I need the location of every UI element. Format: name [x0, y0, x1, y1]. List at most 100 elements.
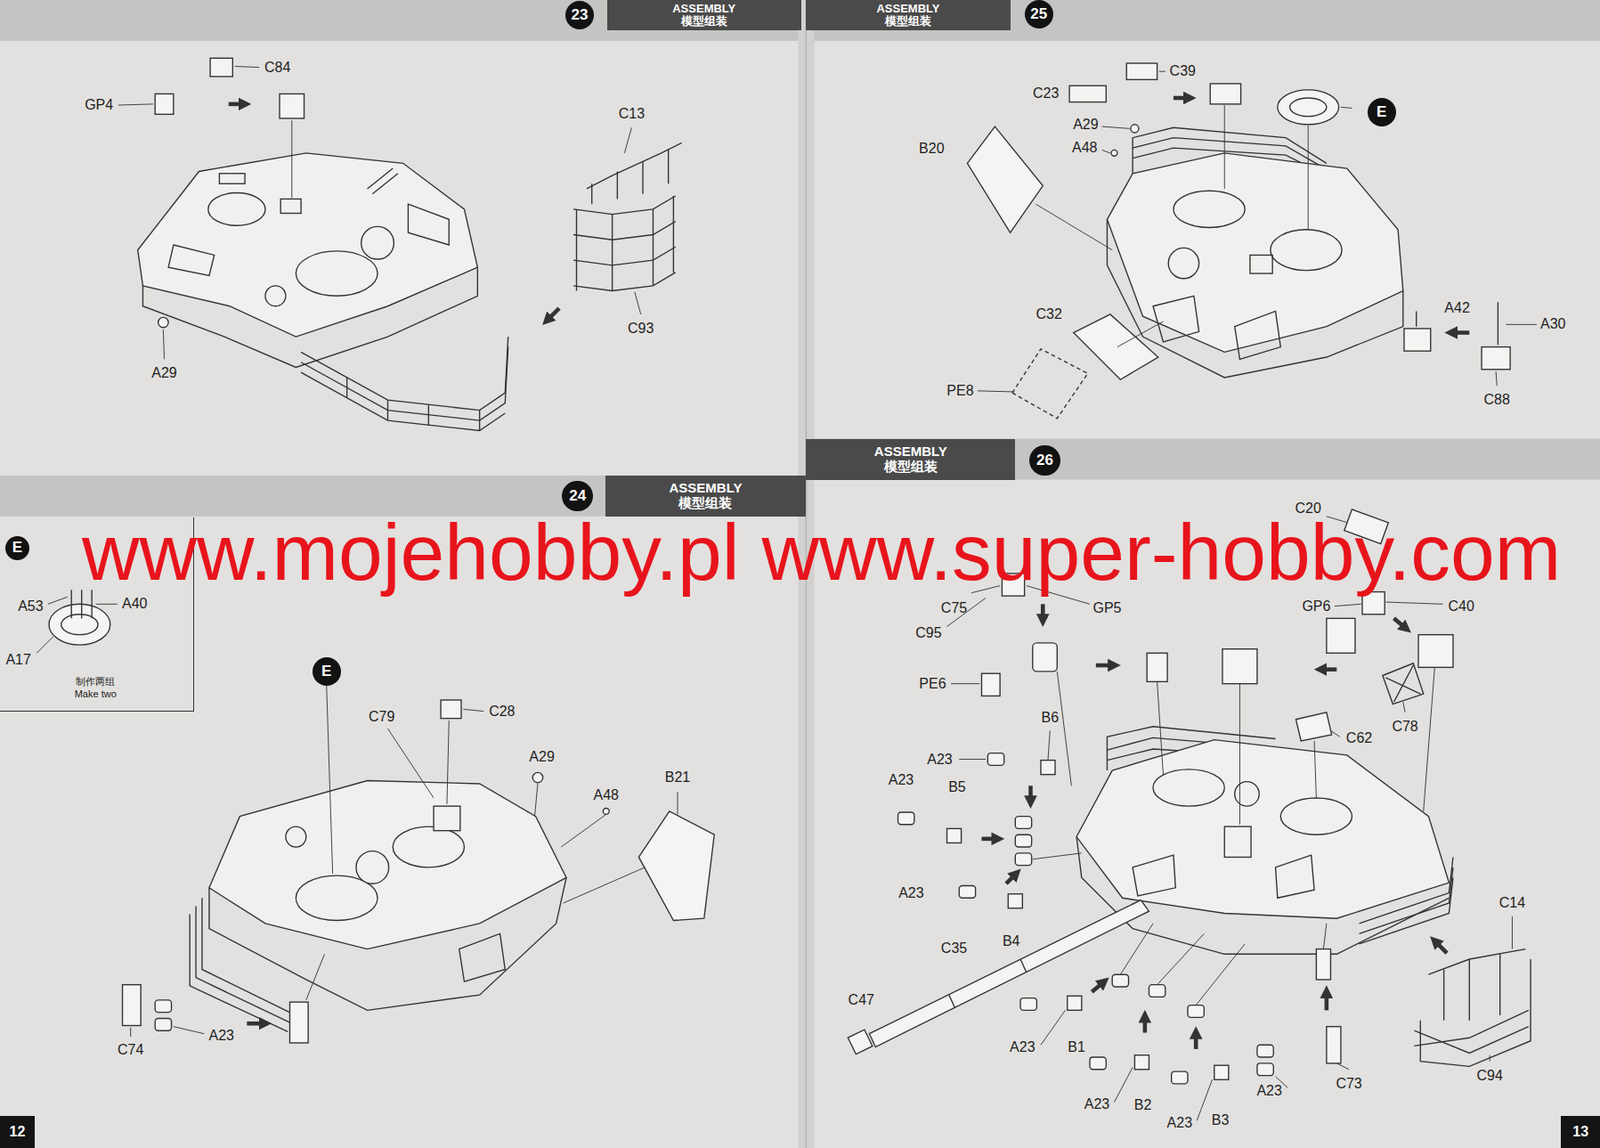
part-number: B21 [665, 770, 691, 785]
e-part [81, 589, 82, 618]
small-part [210, 57, 233, 77]
armour-panel [1073, 314, 1159, 380]
step-number: E [5, 536, 31, 561]
leader-line [118, 65, 293, 359]
part-number: A29 [151, 365, 177, 381]
leader-line [306, 953, 325, 1000]
basket-drawing [195, 905, 293, 1024]
small-part [958, 885, 975, 899]
turret-drawing [1234, 310, 1282, 359]
leader-line [1102, 126, 1130, 129]
e-part [48, 589, 111, 645]
step-number: E [312, 657, 342, 686]
leader-line [1196, 1079, 1212, 1121]
small-part [1326, 617, 1356, 653]
leader-line [1423, 666, 1436, 812]
armour-panel [1277, 89, 1340, 125]
basket-drawing [189, 897, 296, 1032]
small-part [1015, 852, 1032, 866]
basket-drawing [347, 377, 480, 431]
part-number: A17 [5, 652, 31, 667]
leader-line [1047, 730, 1050, 760]
gun-barrel [847, 900, 1149, 1055]
rack-part [573, 127, 682, 315]
leader-line [560, 813, 606, 847]
leader-line [291, 120, 293, 198]
rack-part [573, 221, 676, 241]
assembly-arrow [1091, 981, 1105, 991]
part-number: A29 [1072, 117, 1098, 132]
armour-panel [1415, 310, 1417, 326]
armour-panel [1126, 63, 1157, 80]
leader-line [1035, 203, 1113, 251]
part-number: GP6 [1301, 599, 1331, 614]
assembly-arrow [228, 104, 560, 321]
part-number: A48 [1072, 140, 1097, 155]
turret-drawing [356, 851, 390, 885]
armour-panel [1404, 328, 1431, 351]
leader-line [1120, 923, 1154, 975]
small-part [1222, 649, 1258, 684]
part-number: A23 [898, 885, 924, 901]
step-number: 26 [1029, 445, 1060, 476]
part-number: A23 [926, 752, 952, 767]
rack-part [586, 142, 683, 189]
turret-drawing [1132, 854, 1176, 896]
leader-line [235, 65, 260, 67]
part-number: B6 [1040, 710, 1059, 725]
small-part [1148, 984, 1165, 998]
turret-drawing [433, 805, 461, 830]
assembly-arrow [1434, 940, 1447, 953]
small-part [1146, 652, 1168, 682]
small-part [1187, 1005, 1204, 1018]
part-number: C73 [1335, 1076, 1362, 1091]
small-part [1112, 974, 1129, 987]
rack-part [573, 195, 676, 215]
leader-line [1157, 681, 1164, 775]
small-part [947, 828, 962, 843]
part-number: C40 [1447, 599, 1474, 614]
node-text: ASSEMBLY [672, 2, 736, 16]
leader-line [48, 596, 68, 604]
node-text: 13 [1572, 1123, 1589, 1140]
assembly-arrow [1324, 991, 1330, 1011]
e-part [48, 603, 111, 645]
leader-line [1506, 324, 1537, 325]
leader-line [563, 867, 646, 903]
turret-drawing [1275, 854, 1316, 898]
part-number: C84 [264, 60, 291, 75]
armour-panel [1069, 85, 1106, 102]
armour-panel [1481, 347, 1511, 370]
part-number: C39 [1169, 64, 1196, 79]
leader-line [1314, 740, 1316, 798]
part-number: C78 [1391, 719, 1418, 734]
leader-line [162, 329, 164, 359]
leader-line [1489, 1055, 1491, 1062]
small-part [1067, 995, 1082, 1010]
assembly-header: ASSEMBLY模型组装 [805, 438, 1016, 480]
e-part [61, 614, 98, 635]
part-number: B1 [1067, 1039, 1086, 1055]
leader-line [1157, 933, 1205, 984]
assembly-arrow [1320, 666, 1337, 672]
turret-drawing [367, 168, 398, 195]
part-number: A23 [1167, 1115, 1193, 1130]
basket-drawing [1359, 867, 1454, 934]
small-part [1171, 1071, 1188, 1084]
node-text: 26 [1036, 451, 1054, 470]
turret-drawing [392, 826, 464, 868]
assembly-arrow [1451, 330, 1471, 335]
turret-drawing [209, 877, 567, 1010]
armour-panel [602, 807, 610, 814]
part-number: C23 [1032, 86, 1059, 101]
part-number: B5 [948, 779, 967, 795]
part-number: B3 [1211, 1112, 1230, 1128]
turret-drawing [1106, 153, 1403, 352]
page-ground [0, 475, 806, 517]
step-number: 25 [1024, 0, 1054, 29]
assembly-arrow [1143, 1015, 1148, 1032]
part-number: A48 [593, 787, 619, 803]
leader-line [535, 783, 538, 817]
assembly-arrow [246, 1021, 266, 1026]
leader-line [950, 682, 980, 684]
